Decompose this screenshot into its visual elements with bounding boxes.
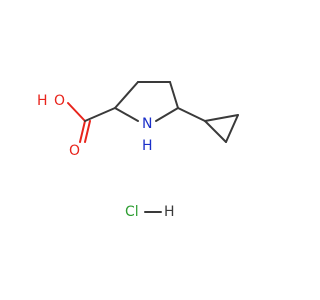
hydroxyl-oxygen-label: O [54, 93, 65, 109]
bond-ring-c2-c3 [114, 81, 139, 109]
molecule-canvas: H O O N H Cl H [37, 81, 239, 220]
bond-ring-cyclopropyl [177, 107, 206, 122]
bond-c-o-double-1 [79, 120, 86, 143]
salt-chlorine-label: Cl [125, 204, 139, 220]
ring-nitrogen-hydrogen-label: H [142, 138, 153, 154]
bond-cyclopropyl-3 [225, 114, 239, 143]
bond-cyclopropyl-1 [204, 120, 227, 143]
carbonyl-oxygen-label: O [69, 143, 80, 159]
bond-ring-n-c2 [114, 107, 139, 122]
bond-ring-c5-n [155, 107, 179, 122]
bond-cyclopropyl-2 [204, 114, 239, 122]
molecule-structure: H O O N H Cl H [37, 81, 239, 220]
bond-ring-c4-c5 [169, 81, 179, 109]
ring-nitrogen-label: N [142, 116, 152, 132]
hydroxyl-hydrogen-label: H [37, 93, 48, 109]
bond-c-oh [67, 102, 86, 122]
salt-hydrogen-label: H [164, 204, 175, 220]
bond-ca-cooh [84, 107, 116, 122]
bond-c-o-double-2 [84, 120, 91, 143]
